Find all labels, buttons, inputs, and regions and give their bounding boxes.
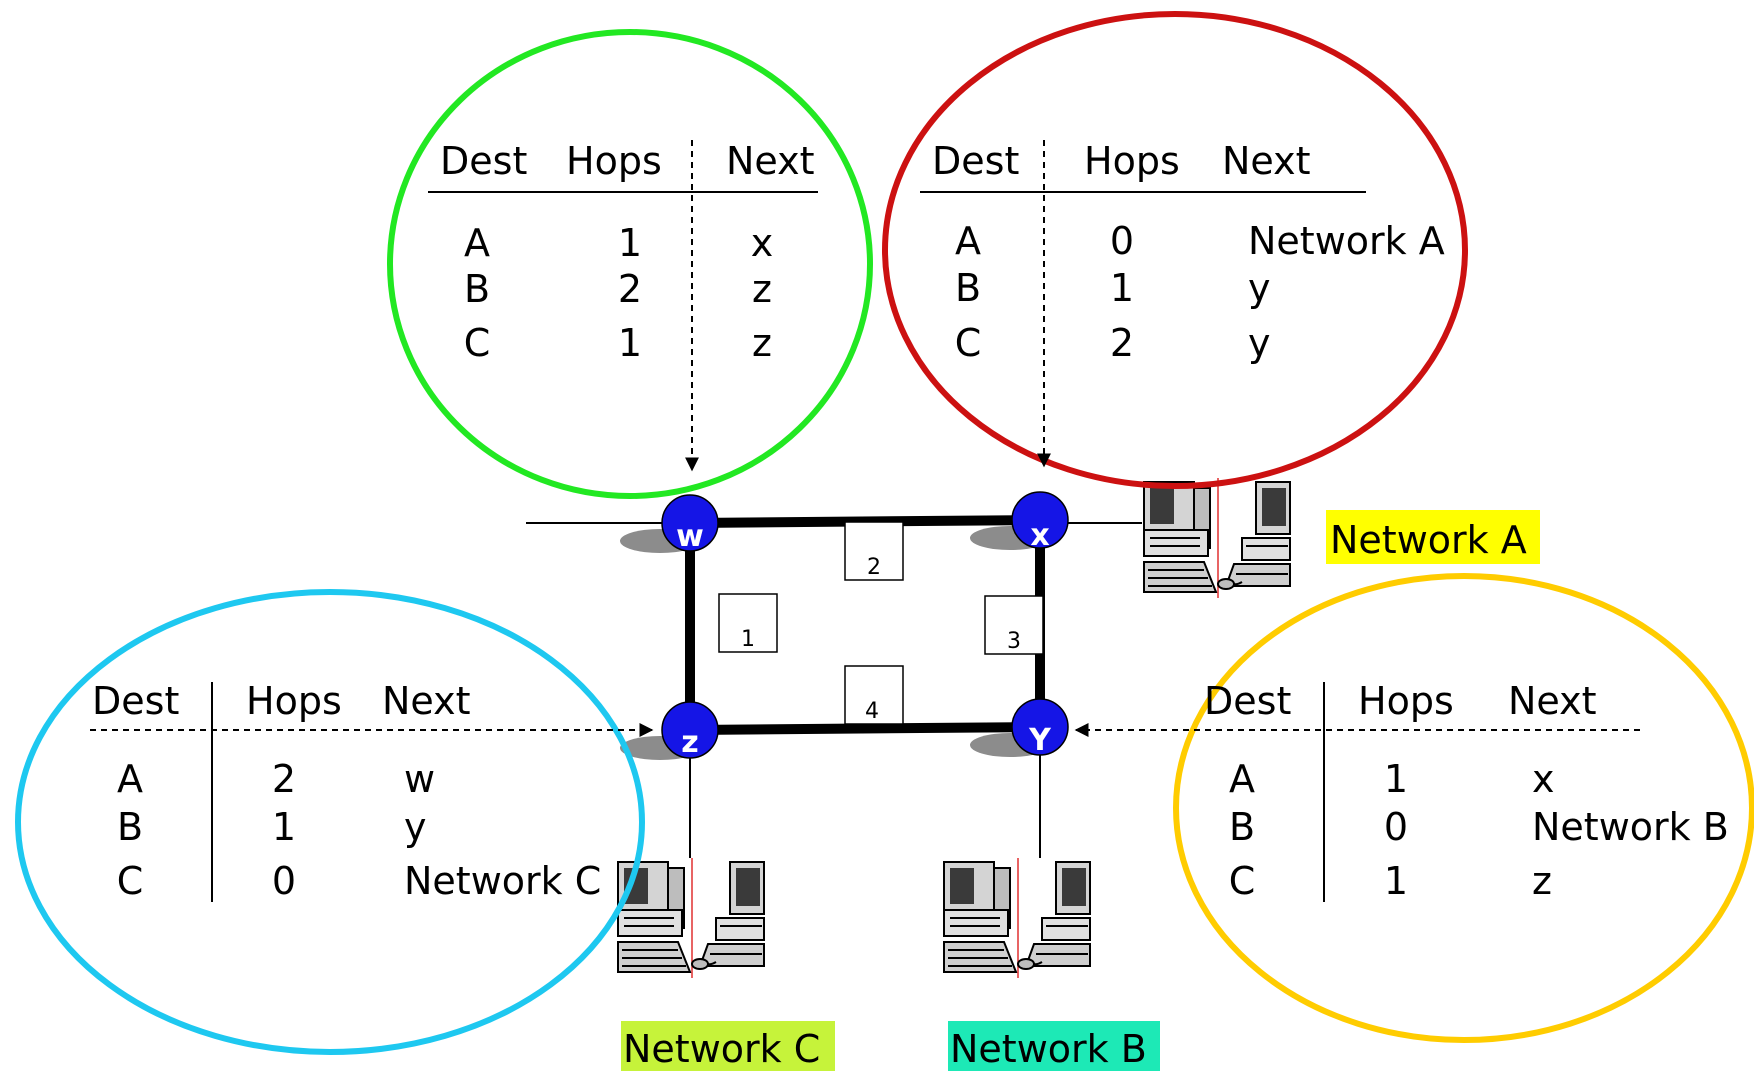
link-cost-4: 4 bbox=[844, 665, 904, 725]
routing-table-z: Dest Hops Next A 2 w B 1 y C 0 Network C bbox=[15, 589, 654, 1055]
router-label-y: Y bbox=[1028, 723, 1052, 758]
cell-dest: A bbox=[117, 757, 143, 801]
link-cost-2: 2 bbox=[844, 521, 904, 581]
router-label-z: z bbox=[681, 725, 698, 760]
col-header-hops: Hops bbox=[246, 679, 342, 723]
routing-table-w: Dest Hops Next A 1 x B 2 z C 1 z bbox=[387, 29, 873, 499]
host-computer-icon-network-a bbox=[1142, 478, 1292, 598]
link-cost-3: 3 bbox=[984, 595, 1044, 655]
router-label-w: w bbox=[676, 519, 704, 554]
cell-dest: C bbox=[1229, 859, 1256, 903]
cell-next: Network B bbox=[1532, 805, 1729, 849]
host-computer-icon-network-b bbox=[942, 858, 1092, 978]
cell-hops: 1 bbox=[618, 221, 642, 265]
cell-hops: 1 bbox=[1110, 266, 1134, 310]
col-header-hops: Hops bbox=[566, 139, 662, 183]
router-icon bbox=[661, 494, 719, 552]
col-header-next: Next bbox=[726, 139, 815, 183]
col-header-next: Next bbox=[1508, 679, 1597, 723]
cell-next: w bbox=[404, 757, 435, 801]
router-w[interactable]: w bbox=[620, 494, 719, 554]
col-header-next: Next bbox=[382, 679, 471, 723]
col-header-next: Next bbox=[1222, 139, 1311, 183]
cell-hops: 2 bbox=[618, 267, 642, 311]
cell-hops: 0 bbox=[1110, 219, 1134, 263]
svg-text:Network A: Network A bbox=[1330, 518, 1527, 562]
cell-next: x bbox=[751, 221, 774, 265]
cell-dest: B bbox=[117, 805, 143, 849]
cell-next: Network C bbox=[404, 859, 601, 903]
link-z-y[interactable] bbox=[689, 722, 1041, 735]
router-icon bbox=[1011, 698, 1069, 756]
link-label-2: 2 bbox=[867, 555, 881, 580]
cell-hops: 1 bbox=[1384, 757, 1408, 801]
table-ring-z bbox=[15, 589, 645, 1055]
cell-next: y bbox=[404, 805, 427, 849]
col-header-dest: Dest bbox=[440, 139, 527, 183]
table-ring-y bbox=[1173, 573, 1754, 1043]
cell-hops: 2 bbox=[1110, 321, 1134, 365]
cell-dest: A bbox=[955, 219, 981, 263]
cell-next: z bbox=[752, 267, 772, 311]
cell-dest: C bbox=[955, 321, 982, 365]
router-z[interactable]: z bbox=[620, 701, 719, 760]
link-label-3: 3 bbox=[1007, 629, 1021, 654]
cell-next: Network A bbox=[1248, 219, 1445, 263]
cell-hops: 0 bbox=[1384, 805, 1408, 849]
router-icon bbox=[1011, 491, 1069, 549]
network-label-b: Network B bbox=[948, 1021, 1160, 1071]
cell-dest: A bbox=[1229, 757, 1255, 801]
col-header-dest: Dest bbox=[92, 679, 179, 723]
table-ring-x bbox=[882, 11, 1468, 489]
cell-dest: C bbox=[117, 859, 144, 903]
router-x[interactable]: x bbox=[970, 491, 1069, 553]
cell-next: y bbox=[1248, 266, 1271, 310]
cell-next: x bbox=[1532, 757, 1555, 801]
svg-text:Network C: Network C bbox=[623, 1027, 820, 1071]
cell-dest: B bbox=[464, 267, 490, 311]
cell-dest: C bbox=[464, 321, 491, 365]
cell-hops: 1 bbox=[618, 321, 642, 365]
col-header-dest: Dest bbox=[1204, 679, 1291, 723]
cell-hops: 0 bbox=[272, 859, 296, 903]
host-computer-icon-network-c bbox=[616, 858, 766, 978]
col-header-hops: Hops bbox=[1358, 679, 1454, 723]
router-y[interactable]: Y bbox=[970, 698, 1069, 758]
svg-text:Network B: Network B bbox=[950, 1027, 1147, 1071]
cell-next: z bbox=[752, 321, 772, 365]
link-label-1: 1 bbox=[741, 627, 755, 652]
cell-hops: 1 bbox=[1384, 859, 1408, 903]
cell-dest: B bbox=[955, 266, 981, 310]
cell-next: y bbox=[1248, 321, 1271, 365]
routing-table-y: Dest Hops Next A 1 x B 0 Network B C 1 z bbox=[1074, 573, 1754, 1043]
cell-dest: A bbox=[464, 221, 490, 265]
router-label-x: x bbox=[1030, 518, 1049, 553]
col-header-hops: Hops bbox=[1084, 139, 1180, 183]
cell-hops: 2 bbox=[272, 757, 296, 801]
network-label-c: Network C bbox=[621, 1021, 835, 1071]
cell-dest: B bbox=[1229, 805, 1255, 849]
link-label-4: 4 bbox=[865, 699, 879, 724]
cell-hops: 1 bbox=[272, 805, 296, 849]
router-icon bbox=[661, 701, 719, 759]
routing-table-x: Dest Hops Next A 0 Network A B 1 y C 2 y bbox=[882, 11, 1468, 489]
network-label-a: Network A bbox=[1326, 510, 1540, 564]
link-cost-1: 1 bbox=[718, 593, 778, 653]
cell-next: z bbox=[1532, 859, 1552, 903]
table-ring-w bbox=[387, 29, 873, 499]
col-header-dest: Dest bbox=[932, 139, 1019, 183]
